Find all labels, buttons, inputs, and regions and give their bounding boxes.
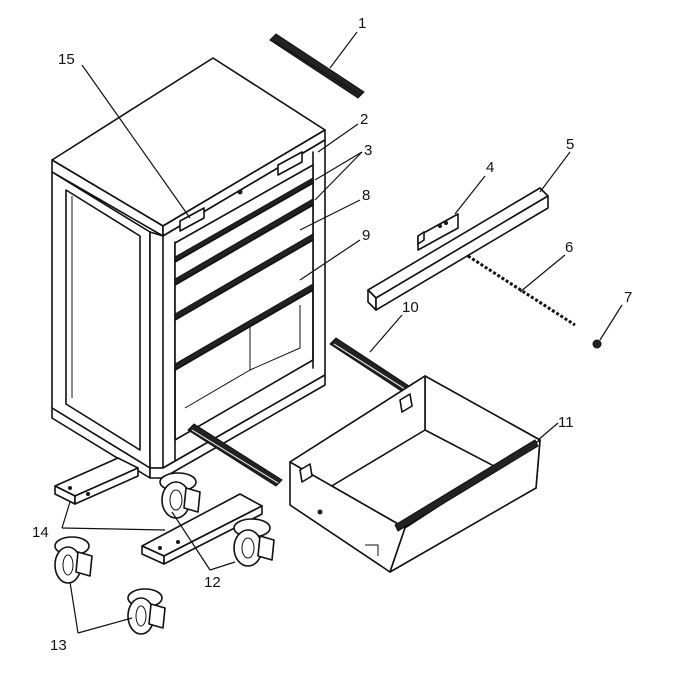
part-13-caster-front bbox=[54, 536, 93, 584]
callout-15: 15 bbox=[58, 51, 75, 68]
tool-cabinet bbox=[51, 57, 326, 479]
callout-numbers: 1 2 3 4 5 6 7 8 9 10 11 12 13 14 15 bbox=[32, 15, 632, 654]
part-12-caster-front bbox=[159, 472, 201, 519]
lower-slide-rail bbox=[187, 423, 283, 487]
callout-13: 13 bbox=[50, 637, 67, 654]
cabinet-drawer-fronts bbox=[174, 164, 314, 371]
callout-8: 8 bbox=[362, 187, 370, 204]
cabinet-left-side-inset bbox=[65, 189, 141, 451]
callout-9: 9 bbox=[362, 227, 370, 244]
part-14-caster-plate-left bbox=[54, 457, 139, 505]
callout-3: 3 bbox=[364, 142, 372, 159]
part-10-slide-rail bbox=[329, 337, 413, 395]
callout-2: 2 bbox=[360, 111, 368, 128]
part-5-drawer-slide-rail bbox=[367, 187, 549, 311]
part-12-caster-rear bbox=[233, 518, 275, 567]
part-7-screw bbox=[592, 339, 602, 349]
part-11-drawer bbox=[289, 375, 541, 573]
callout-5: 5 bbox=[566, 136, 574, 153]
cabinet-open-bay bbox=[174, 289, 314, 441]
cabinet-label-plate-right bbox=[277, 151, 303, 176]
callout-11: 11 bbox=[558, 414, 574, 431]
part-6-thin-bar bbox=[467, 254, 576, 327]
part-13-caster-rear bbox=[127, 588, 166, 635]
leader-lines bbox=[61, 31, 623, 634]
part-4-bracket bbox=[417, 213, 459, 251]
callout-14: 14 bbox=[32, 524, 49, 541]
callout-4: 4 bbox=[486, 159, 494, 176]
callout-6: 6 bbox=[565, 239, 573, 256]
callout-1: 1 bbox=[358, 15, 366, 32]
callout-7: 7 bbox=[624, 289, 632, 306]
part-1-top-rail bbox=[269, 33, 365, 99]
callout-12: 12 bbox=[204, 574, 221, 591]
cabinet-label-plate-left bbox=[179, 207, 205, 232]
part-14-caster-plate-right bbox=[141, 493, 263, 565]
callout-10: 10 bbox=[402, 299, 419, 316]
